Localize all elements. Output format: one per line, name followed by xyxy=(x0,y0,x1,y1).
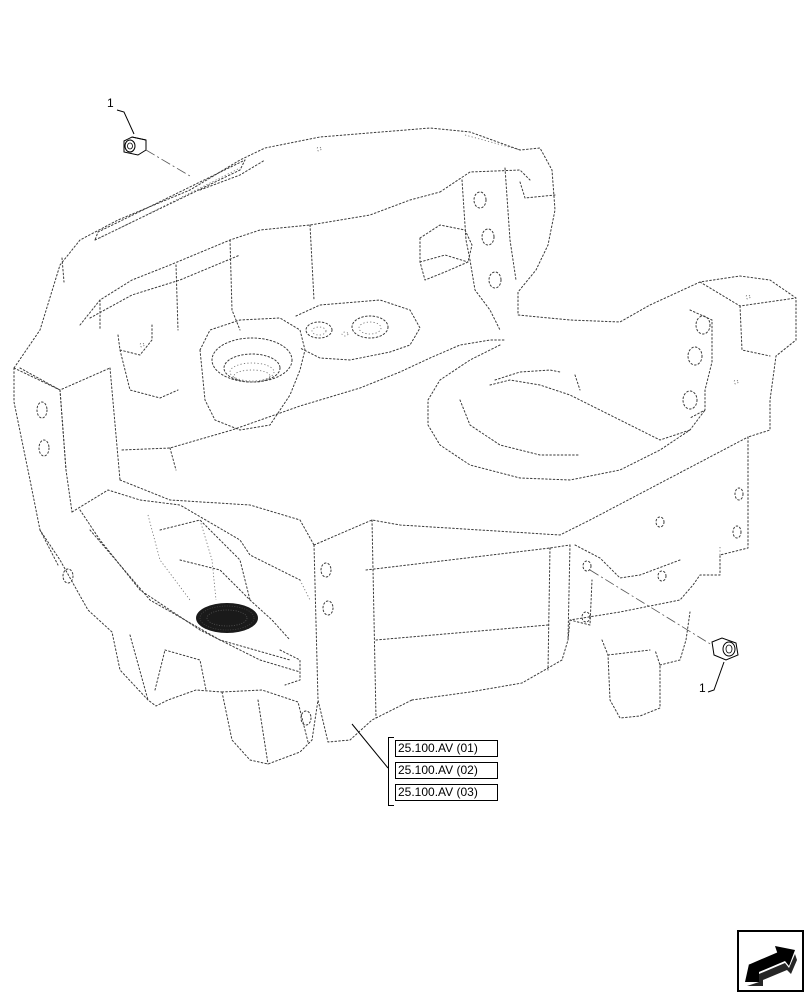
reference-bracket xyxy=(388,737,394,806)
callout-1-top: 1 xyxy=(107,96,135,135)
reference-link-25-100-av-03[interactable]: 25.100.AV (03) xyxy=(395,784,498,801)
svg-text:1: 1 xyxy=(107,96,114,110)
reference-link-25-100-av-02[interactable]: 25.100.AV (02) xyxy=(395,762,498,779)
bushing-icon xyxy=(123,136,147,156)
drain-plug-icon xyxy=(196,603,258,633)
svg-text:1: 1 xyxy=(699,681,706,695)
reference-link-25-100-av-01[interactable]: 25.100.AV (01) xyxy=(395,740,498,757)
bushing-bottom-icon xyxy=(711,637,739,661)
centerline-top xyxy=(145,149,191,177)
axle-support-casting xyxy=(13,127,797,765)
centerline-bottom xyxy=(589,569,713,646)
reference-leader xyxy=(351,723,389,769)
callout-1-bottom: 1 xyxy=(699,661,725,695)
next-page-arrow-icon[interactable] xyxy=(737,930,804,992)
bolt-holes xyxy=(36,146,751,726)
